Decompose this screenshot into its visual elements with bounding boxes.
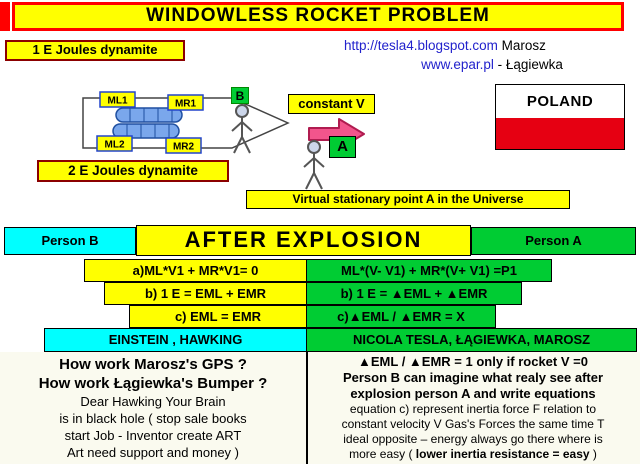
- explanation-4-pre: more easy (: [349, 447, 416, 461]
- equation-a-right: ML*(V- V1) + MR*(V+ V1) =P1: [306, 259, 552, 282]
- equation-a-left: a)ML*V1 + MR*V1= 0: [84, 259, 307, 282]
- einstein-hawking-cell: EINSTEIN , HAWKING: [44, 328, 307, 352]
- virtual-point-label: Virtual stationary point A in the Univer…: [246, 190, 570, 209]
- imagine-line-2: explosion person A and write equations: [350, 386, 596, 401]
- blog-link-line: http://tesla4.blogspot.com Marosz: [344, 38, 640, 53]
- ratio-statement: ▲EML / ▲EMR = 1 only if rocket V =0: [358, 354, 588, 369]
- equation-c-left: c) EML = EMR: [129, 305, 307, 328]
- ml2-box: [96, 135, 133, 152]
- equation-b-right: b) 1 E = ▲EML + ▲EMR: [306, 282, 522, 305]
- poland-flag: POLAND: [495, 84, 625, 150]
- person-b-header: Person B: [4, 227, 136, 255]
- dynamite-2-label: 2 E Joules dynamite: [37, 160, 229, 182]
- mr2-label: MR2: [173, 142, 195, 153]
- rocket-diagram: ML1 MR1 ML2 MR2: [82, 91, 290, 154]
- point-b-marker: B: [231, 87, 249, 104]
- bumper-question: How work Łągiewka's Bumper ?: [38, 375, 268, 392]
- person-a-figure: [303, 140, 325, 190]
- after-explosion-header: AFTER EXPLOSION: [136, 225, 471, 256]
- bottom-panel: [0, 352, 640, 464]
- point-a-marker: A: [329, 136, 356, 158]
- left-note-4: Art need support and money ): [67, 445, 239, 460]
- flag-red-stripe: [496, 118, 624, 149]
- title-left-red-strip: [0, 2, 10, 31]
- bottom-left-text: How work Marosz's GPS ? How work Łągiewk…: [2, 355, 304, 461]
- equation-c-right: c)▲EML / ▲EMR = X: [306, 305, 496, 328]
- explanation-1: equation c) represent inertia force F re…: [349, 402, 597, 416]
- left-note-2: is in black hole ( stop sale books: [59, 411, 247, 426]
- bottom-column-divider: [306, 352, 308, 464]
- ml1-box: [99, 91, 136, 108]
- author-marosz: Marosz: [497, 38, 546, 53]
- gas-capsule-top: [115, 107, 183, 123]
- ml2-label: ML2: [105, 140, 125, 151]
- explanation-4: more easy ( lower inertia resistance = e…: [310, 447, 636, 462]
- page-title: WINDOWLESS ROCKET PROBLEM: [12, 2, 624, 31]
- epar-link-line: www.epar.pl - Łągiewka: [344, 57, 640, 72]
- imagine-line-1: Person B can imagine what realy see afte…: [342, 370, 604, 385]
- left-note-3: start Job - Inventor create ART: [64, 428, 242, 443]
- explanation-4-bold: lower inertia resistance = easy: [415, 447, 590, 461]
- equation-b-left: b) 1 E = EML + EMR: [104, 282, 307, 305]
- explanation-2: constant velocity V Gas's Forces the sam…: [341, 417, 605, 431]
- gps-question: How work Marosz's GPS ?: [59, 356, 247, 373]
- mr2-box: [165, 137, 202, 154]
- tesla-lagiewka-cell: NICOLA TESLA, ŁĄGIEWKA, MAROSZ: [306, 328, 637, 352]
- constant-v-label: constant V: [288, 94, 375, 114]
- tesla-blog-link[interactable]: http://tesla4.blogspot.com: [344, 38, 498, 53]
- flag-country-label: POLAND: [496, 85, 624, 118]
- epar-link[interactable]: www.epar.pl: [421, 57, 494, 72]
- mr1-box: [167, 94, 204, 111]
- person-b-figure: [231, 104, 253, 154]
- dynamite-1-label: 1 E Joules dynamite: [5, 40, 185, 61]
- explanation-3: ideal opposite – energy always go there …: [343, 432, 603, 446]
- explanation-4-post: ): [589, 447, 597, 461]
- ml1-label: ML1: [108, 96, 128, 107]
- bottom-right-text: ▲EML / ▲EMR = 1 only if rocket V =0 Pers…: [310, 354, 636, 462]
- author-lagiewka: - Łągiewka: [493, 57, 563, 72]
- mr1-label: MR1: [175, 99, 197, 110]
- left-note-1: Dear Hawking Your Brain: [80, 394, 226, 409]
- person-a-header: Person A: [471, 227, 636, 255]
